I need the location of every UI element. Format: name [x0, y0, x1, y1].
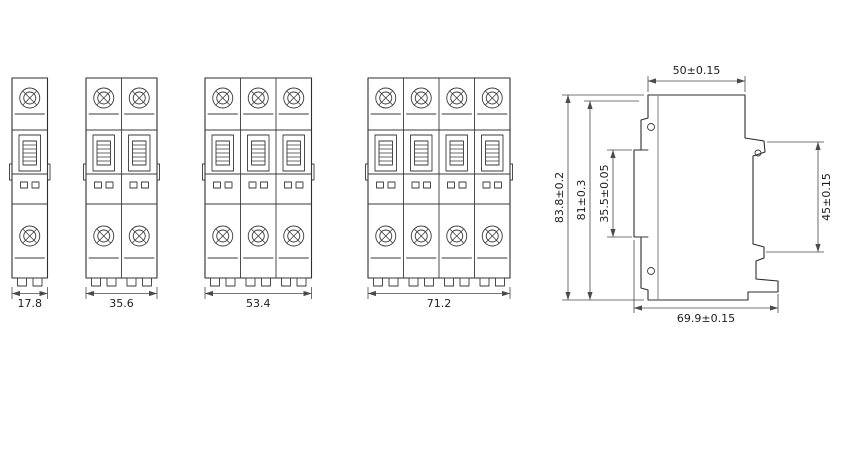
dimension-din-rail-height: 45±0.15	[766, 141, 833, 253]
front-views: 17.8 35.6	[9, 77, 513, 310]
dimension-overall-depth: 69.9±0.15	[633, 240, 779, 325]
pole-module	[204, 87, 241, 287]
front-view-2-pole: 35.6	[83, 77, 160, 310]
width-dimension: 35.6	[85, 287, 158, 310]
width-dimension: 53.4	[204, 287, 312, 310]
pole-module	[403, 87, 440, 287]
pole-module	[85, 87, 122, 287]
label-overall-height: 83.8±0.2	[553, 172, 566, 223]
side-view: 50±0.15 83.8±0.2 81±0.3 35.5±0.05 4	[553, 64, 833, 325]
width-label-2-pole: 35.6	[109, 297, 134, 310]
front-view-4-pole: 71.2	[365, 77, 513, 310]
label-din-rail-height: 45±0.15	[820, 173, 833, 221]
pole-module	[438, 87, 475, 287]
pole-module	[367, 87, 404, 287]
width-label-1-pole: 17.8	[18, 297, 43, 310]
dimension-overall-height: 83.8±0.2	[553, 94, 644, 301]
width-dimension: 71.2	[367, 287, 511, 310]
rivet-hole	[754, 149, 762, 157]
front-view-1-pole: 17.8	[9, 77, 51, 310]
pole-module	[11, 87, 48, 287]
side-profile	[633, 94, 779, 301]
dimension-top-width: 50±0.15	[647, 64, 746, 92]
pole-module	[275, 87, 312, 287]
dimension-panel-height: 35.5±0.05	[598, 149, 632, 238]
width-dimension: 17.8	[11, 287, 48, 310]
label-body-height: 81±0.3	[575, 180, 588, 221]
front-view-3-pole: 53.4	[202, 77, 315, 310]
width-label-4-pole: 71.2	[427, 297, 452, 310]
dimension-body-height: 81±0.3	[575, 100, 639, 301]
pole-module	[121, 87, 158, 287]
label-overall-depth: 69.9±0.15	[677, 312, 735, 325]
rivet-hole	[647, 267, 655, 275]
pole-module	[474, 87, 511, 287]
pole-module	[240, 87, 277, 287]
label-top-width: 50±0.15	[673, 64, 721, 77]
label-panel-height: 35.5±0.05	[598, 164, 611, 222]
width-label-3-pole: 53.4	[246, 297, 271, 310]
rivet-hole	[647, 123, 655, 131]
